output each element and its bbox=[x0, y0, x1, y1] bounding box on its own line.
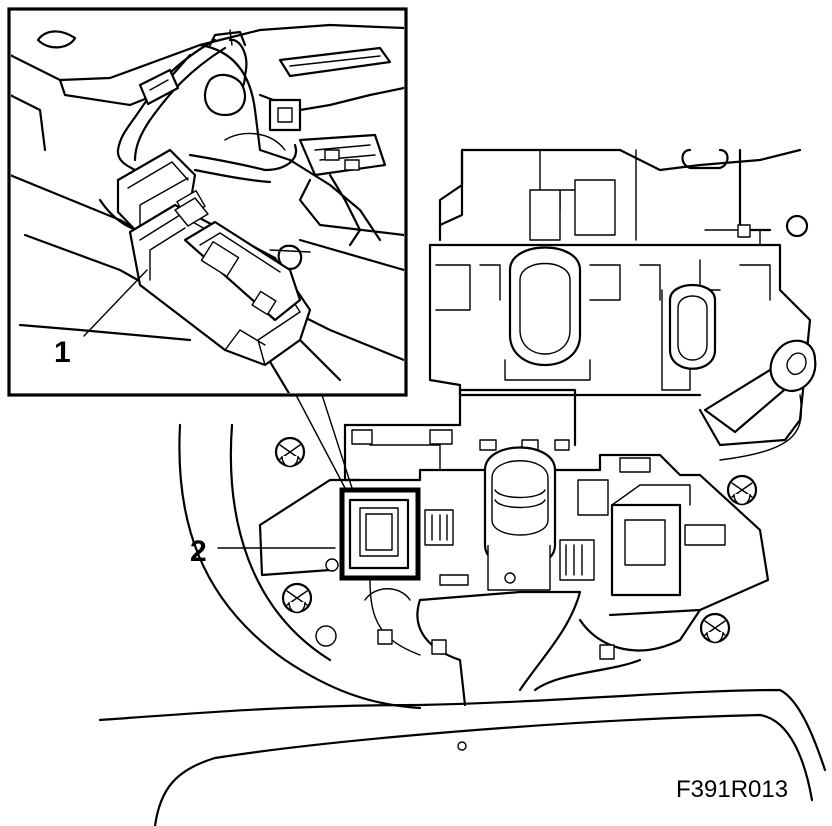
inset-pointer-line-lower bbox=[321, 394, 353, 489]
callout-label-1: 1 bbox=[54, 336, 71, 369]
callout-label-2: 2 bbox=[190, 535, 207, 568]
inset-detail-view bbox=[7, 7, 408, 397]
inset-pointer-line-upper bbox=[295, 394, 346, 489]
overhead-console-assembly bbox=[98, 148, 827, 826]
screw-fastener-left-lower bbox=[281, 582, 313, 614]
component-2-switch bbox=[339, 487, 421, 581]
screw-fastener-right-lower bbox=[699, 612, 731, 644]
screw-fastener-left-upper bbox=[274, 436, 306, 468]
figure-code: F391R013 bbox=[676, 776, 788, 803]
component-1-connector bbox=[128, 197, 312, 367]
leader-line-1 bbox=[83, 269, 148, 337]
screw-fastener-right-upper bbox=[726, 474, 758, 506]
